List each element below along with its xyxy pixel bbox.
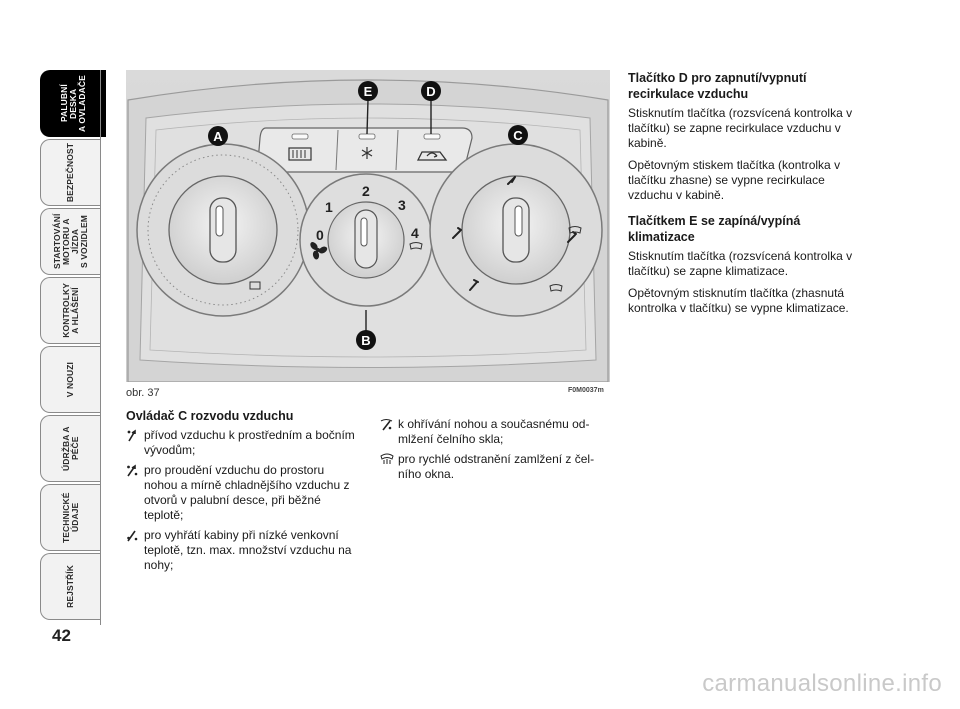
callout-e-marker (358, 81, 378, 101)
fan-speed-3-label: 3 (398, 197, 406, 213)
tab-divider (100, 70, 101, 625)
rear-defrost-small-icon (249, 281, 261, 290)
list-item-text: pro rychlé odstranění zamlžení z čel­níh… (398, 452, 595, 481)
list-item-text: pro vyhřátí kabiny při nízké venkovní te… (144, 528, 352, 572)
list-item-text: pro proudění vzduchu do prostoru nohou a… (144, 463, 350, 522)
vent-feet-defrost-icon (380, 417, 398, 447)
recirc-off-text: Opětovným stiskem tlačítka (kontrolka v … (628, 158, 841, 202)
vent-face-icon (126, 428, 144, 458)
list-item-text: přívod vzduchu k prostředním a boč­ním v… (144, 428, 355, 457)
rear-defrost-icon (288, 147, 312, 161)
fan-speed-1-label: 1 (325, 199, 333, 215)
tab-label: TECHNICKÉ ÚDAJE (60, 492, 80, 543)
figure-caption: obr. 37 (126, 387, 160, 399)
recirc-on-text: Stisknutím tlačítka (rozsvícená kontrolk… (628, 106, 853, 150)
fan-speed-4-label: 4 (411, 225, 419, 241)
tab-label: PALUBNÍ DESKA A OVLADAČE (59, 75, 87, 132)
ac-snowflake-icon (361, 147, 373, 159)
vent-face-feet-icon (126, 463, 144, 523)
temperature-knob[interactable] (136, 143, 310, 317)
callout-c: C (513, 128, 523, 143)
climate-control-figure: 0 1 2 3 4 (126, 70, 610, 382)
tab-maintenance[interactable]: ÚDRŽBA A PÉČE (40, 415, 100, 482)
vent-feet-icon (126, 528, 144, 573)
list-item: pro proudění vzduchu do prostoru nohou a… (126, 463, 358, 523)
callout-e: E (364, 84, 373, 99)
tab-label: STARTOVÁNÍ MOTORU A JÍZDA S VOZIDLEM (51, 213, 89, 270)
tab-safety[interactable]: BEZPEČNOST (40, 139, 100, 206)
fan-speed-knob[interactable]: 0 1 2 3 4 (299, 173, 433, 307)
recirculation-icon (416, 151, 448, 161)
vent-face-dial-icon (469, 279, 479, 291)
ac-button-led (358, 133, 376, 140)
ac-on-text: Stisknutím tlačítka (rozsvícená kontrolk… (628, 249, 853, 278)
distribution-section: Ovládač C rozvodu vzduchu přívod vzduchu… (126, 408, 358, 578)
air-distribution-knob[interactable] (429, 143, 603, 317)
vent-feet-dial-icon (507, 176, 516, 185)
fan-icon (310, 242, 328, 260)
tab-technical-data[interactable]: TECHNICKÉ ÚDAJE (40, 484, 100, 551)
callout-b: B (361, 333, 370, 348)
figure-code: F0M0037m (568, 387, 604, 394)
button-strip (257, 127, 473, 173)
list-item: pro vyhřátí kabiny při nízké venkovní te… (126, 528, 358, 573)
windshield-defrost-dial-icon (568, 226, 582, 234)
climate-panel-illustration: 0 1 2 3 4 (127, 79, 609, 382)
list-item-text: k ohřívání nohou a současnému od­mlžení … (398, 417, 590, 446)
section-heading: Ovládač C rozvodu vzduchu (126, 409, 294, 423)
fan-speed-2-label: 2 (362, 183, 370, 199)
callout-b-marker (356, 330, 376, 350)
vent-face-feet-dial-icon (452, 227, 462, 239)
windshield-defrost-dial-icon-2 (549, 284, 563, 292)
callout-d: D (426, 84, 435, 99)
distribution-section-continued: k ohřívání nohou a současnému od­mlžení … (380, 417, 610, 487)
ac-heading: Tlačítkem E se zapíná/vypíná klimatizace (628, 214, 801, 244)
list-item: pro rychlé odstranění zamlžení z čel­níh… (380, 452, 610, 482)
page-number: 42 (52, 626, 71, 645)
list-item: k ohřívání nohou a současnému od­mlžení … (380, 417, 610, 447)
callout-d-marker (421, 81, 441, 101)
tab-label: V NOUZI (65, 361, 75, 398)
tab-starting-driving[interactable]: STARTOVÁNÍ MOTORU A JÍZDA S VOZIDLEM (40, 208, 100, 275)
tab-dashboard-controls[interactable]: PALUBNÍ DESKA A OVLADAČE (40, 70, 106, 137)
tab-emergency[interactable]: V NOUZI (40, 346, 100, 413)
tab-label: KONTROLKY A HLÁŠENÍ (60, 283, 80, 338)
tab-label: BEZPEČNOST (65, 142, 75, 203)
callout-a: A (213, 129, 223, 144)
ac-off-text: Opětovným stisknutím tlačítka (zhasnutá … (628, 286, 849, 315)
tab-label: REJSTŘÍK (65, 565, 75, 608)
callout-c-marker (508, 125, 528, 145)
buttons-section: Tlačítko D pro zapnutí/vypnutí recirkula… (628, 70, 860, 323)
chapter-tabs: PALUBNÍ DESKA A OVLADAČE BEZPEČNOST STAR… (40, 70, 106, 625)
callout-a-marker (208, 126, 228, 146)
list-item: přívod vzduchu k prostředním a boč­ním v… (126, 428, 358, 458)
windshield-defrost-icon (380, 452, 398, 482)
max-defrost-icon (409, 242, 423, 250)
watermark: carmanualsonline.info (702, 670, 942, 697)
tab-label: ÚDRŽBA A PÉČE (60, 426, 80, 471)
tab-warning-lights[interactable]: KONTROLKY A HLÁŠENÍ (40, 277, 100, 344)
tab-index[interactable]: REJSTŘÍK (40, 553, 100, 620)
recirc-button-led (423, 133, 441, 140)
recirc-heading: Tlačítko D pro zapnutí/vypnutí recirkula… (628, 71, 807, 101)
fan-speed-0-label: 0 (316, 227, 324, 243)
